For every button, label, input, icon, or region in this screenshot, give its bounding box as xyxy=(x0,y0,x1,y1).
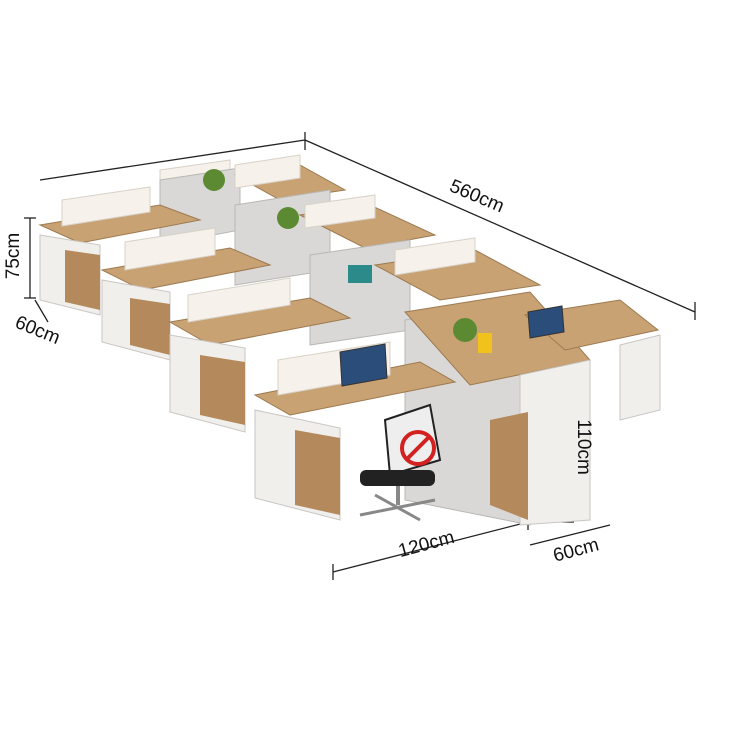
storage-box xyxy=(348,265,372,283)
dimension-desk-height: 75cm xyxy=(3,232,25,280)
no-sign-icon xyxy=(400,430,436,466)
desk-row-2 xyxy=(100,189,437,361)
office-chair xyxy=(359,403,442,522)
desk-row-3 xyxy=(168,237,542,433)
dimension-cabinet-height: 110cm xyxy=(572,419,594,475)
laptop xyxy=(527,305,565,339)
laptop xyxy=(339,343,388,387)
desk-row-front xyxy=(203,169,661,526)
plant xyxy=(203,169,225,191)
plant xyxy=(277,207,299,229)
plant xyxy=(453,318,477,342)
